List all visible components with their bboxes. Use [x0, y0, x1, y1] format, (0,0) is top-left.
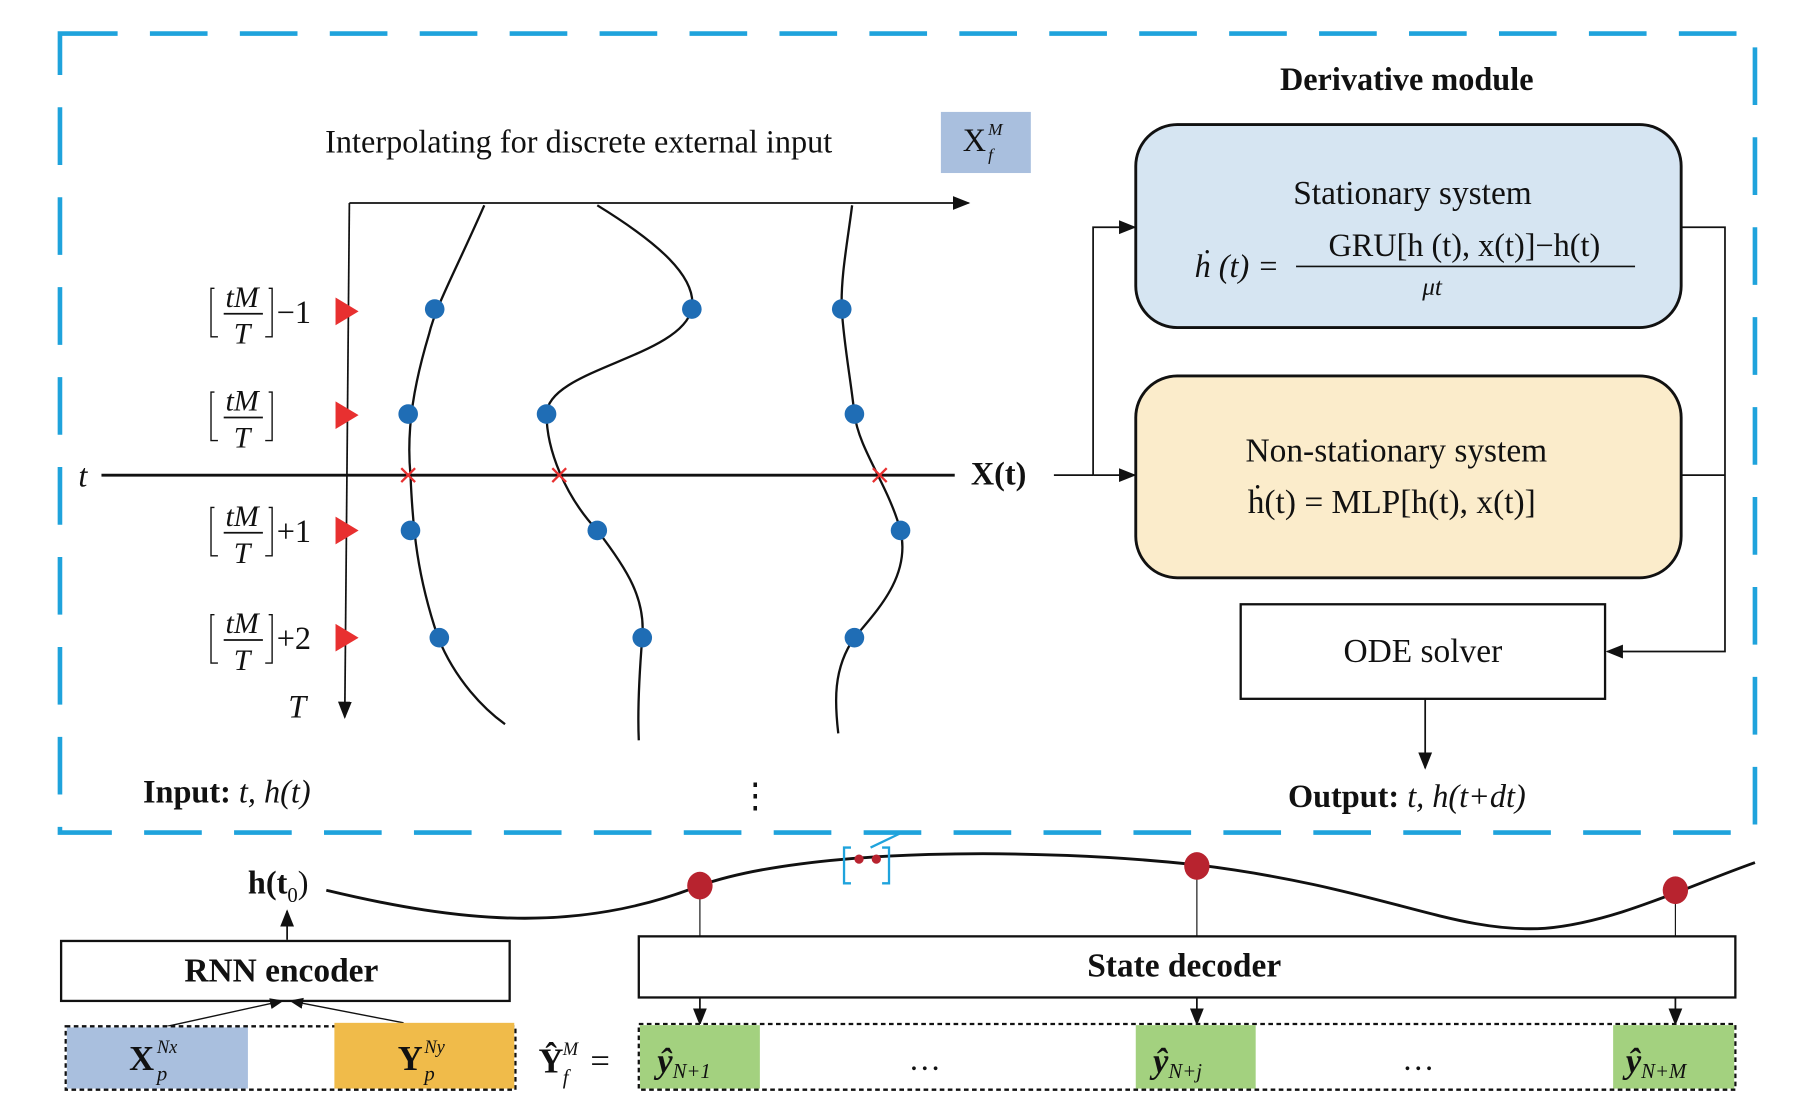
output-label-j: ŷN+j: [1149, 1042, 1202, 1083]
state-decoder-label: State decoder: [1087, 948, 1281, 985]
ellipsis: …: [1402, 1041, 1434, 1077]
svg-text:−1: −1: [277, 294, 311, 330]
arrow-xp-to-encoder: [167, 998, 284, 1027]
svg-text:tM: tM: [225, 607, 260, 640]
svg-text:T: T: [234, 537, 253, 570]
xf-label: X: [963, 122, 986, 158]
svg-text:+2: +2: [277, 620, 311, 656]
sample-point: [844, 404, 865, 424]
interpolated-point-icon: [551, 467, 567, 483]
sample-point: [536, 404, 557, 424]
derivative-module-border: [57, 31, 1758, 835]
tick-label: tM T −1: [210, 281, 359, 351]
zoom-bracket: [842, 832, 900, 885]
xf-sub: f: [988, 145, 995, 164]
xp-box: [66, 1027, 248, 1089]
sample-marker-icon: [335, 297, 359, 326]
sample-point: [890, 520, 911, 541]
arrow-to-ode: [1605, 226, 1726, 659]
interpolated-point-icon: [400, 467, 416, 483]
state-point: [1662, 876, 1689, 905]
interpolated-point-icon: [872, 467, 888, 483]
rnn-encoder-box: [59, 939, 511, 1003]
input-label: Input: t, h(t): [143, 774, 311, 810]
state-point-small: [871, 854, 881, 864]
state-point: [687, 871, 713, 900]
tick-label: tM T +1: [210, 500, 359, 570]
sample-point: [429, 627, 450, 648]
output-label-m: ŷN+M: [1622, 1042, 1688, 1083]
stationary-denominator: μt: [1421, 273, 1443, 301]
output-label-1: ŷN+1: [653, 1042, 711, 1083]
state-points: [687, 852, 1689, 937]
derivative-module-title: Derivative module: [1280, 61, 1534, 97]
stationary-numerator: GRU[h (t), x(t)]−h(t): [1328, 227, 1600, 263]
sample-marker-icon: [335, 401, 359, 430]
svg-text:tM: tM: [225, 385, 260, 418]
sample-point: [424, 299, 445, 319]
curve-2: [545, 204, 694, 741]
tick-label: tM T +2: [210, 607, 359, 677]
interpolation-label: Interpolating for discrete external inpu…: [325, 123, 832, 159]
ellipsis: …: [909, 1041, 941, 1077]
equals-sign: =: [590, 1042, 610, 1080]
curve-3: [834, 205, 904, 734]
ellipsis-vertical: ⋮: [738, 777, 773, 815]
ode-solver-label: ODE solver: [1344, 633, 1503, 670]
stationary-lhs: ḣ (t) =: [1195, 248, 1280, 284]
t-label: t: [78, 458, 88, 494]
svg-text:tM: tM: [225, 281, 260, 314]
state-decoder-box: [637, 935, 1737, 999]
sample-point: [398, 404, 418, 424]
sample-point: [632, 627, 653, 648]
nonstationary-equation: ḣ(t) = MLP[h(t), x(t)]: [1248, 484, 1536, 521]
sample-point: [831, 299, 852, 319]
sample-point: [400, 520, 421, 541]
state-point: [1184, 852, 1210, 880]
x-of-t-label: X(t): [971, 455, 1027, 491]
svg-text:T: T: [234, 318, 253, 351]
sample-point: [587, 520, 608, 541]
sample-marker-icon: [335, 623, 359, 652]
h-t0-label: h(t0): [248, 865, 309, 907]
xp-sub: p: [155, 1063, 167, 1085]
svg-text:tM: tM: [225, 500, 260, 533]
svg-text:T: T: [234, 421, 253, 454]
yf-label: Ŷ: [538, 1042, 563, 1080]
arrow-to-stationary: [1092, 220, 1137, 476]
yf-sup: M: [562, 1039, 580, 1059]
nonstationary-system-box: [1134, 374, 1683, 580]
output-label: Output: t, h(t+dt): [1288, 778, 1526, 814]
tick-label: tMT: [210, 385, 359, 454]
curve-1: [408, 204, 506, 726]
ode-solver-box: [1239, 603, 1607, 700]
stationary-system-box: [1134, 123, 1683, 329]
svg-text:+1: +1: [277, 513, 311, 549]
rnn-encoder-label: RNN encoder: [184, 952, 378, 989]
xp-label: X: [129, 1040, 154, 1078]
xp-sup: Nx: [156, 1037, 178, 1057]
stationary-title: Stationary system: [1293, 175, 1532, 212]
state-point-small: [854, 854, 864, 864]
xf-sup: M: [987, 120, 1004, 139]
output-box-j: [1135, 1025, 1256, 1089]
sample-point: [844, 627, 865, 648]
hidden-state-trajectory: [325, 852, 1756, 931]
output-box-1: [639, 1025, 760, 1089]
yp-label: Y: [398, 1040, 423, 1078]
yp-box: [334, 1022, 515, 1089]
output-box-m: [1613, 1025, 1735, 1089]
yp-sub: p: [422, 1063, 434, 1085]
arrow-yp-to-encoder: [289, 997, 404, 1024]
xf-box: [940, 111, 1031, 174]
nonstationary-title: Non-stationary system: [1246, 432, 1548, 469]
yp-sup: Ny: [423, 1037, 445, 1057]
sample-marker-icon: [335, 516, 359, 545]
T-label: T: [288, 688, 308, 724]
yf-sub: f: [563, 1067, 572, 1089]
sample-point: [682, 299, 702, 319]
svg-text:T: T: [234, 644, 253, 677]
